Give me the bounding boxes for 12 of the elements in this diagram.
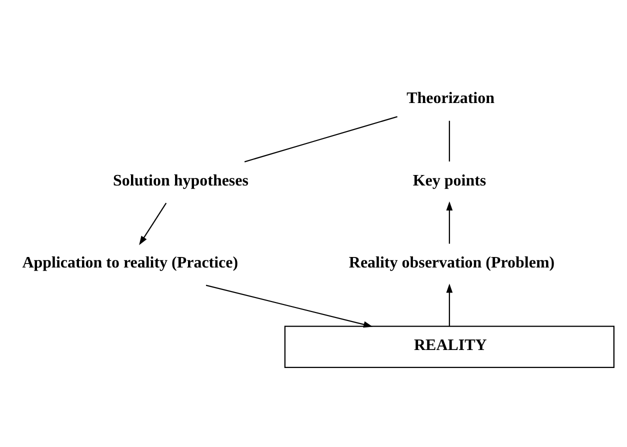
node-text: Theorization [406, 90, 495, 108]
node-box: REALITY [284, 326, 614, 368]
node-text: Solution hypotheses [113, 172, 248, 190]
node-text: Reality observation (Problem) [348, 254, 555, 272]
arrow [139, 202, 167, 246]
arrow [446, 284, 453, 326]
node-text: Key points [412, 172, 486, 190]
connector [448, 120, 450, 162]
connector [244, 116, 398, 162]
arrow [206, 284, 373, 328]
arrow [446, 201, 453, 244]
node-text: Application to reality (Practice) [22, 254, 238, 272]
